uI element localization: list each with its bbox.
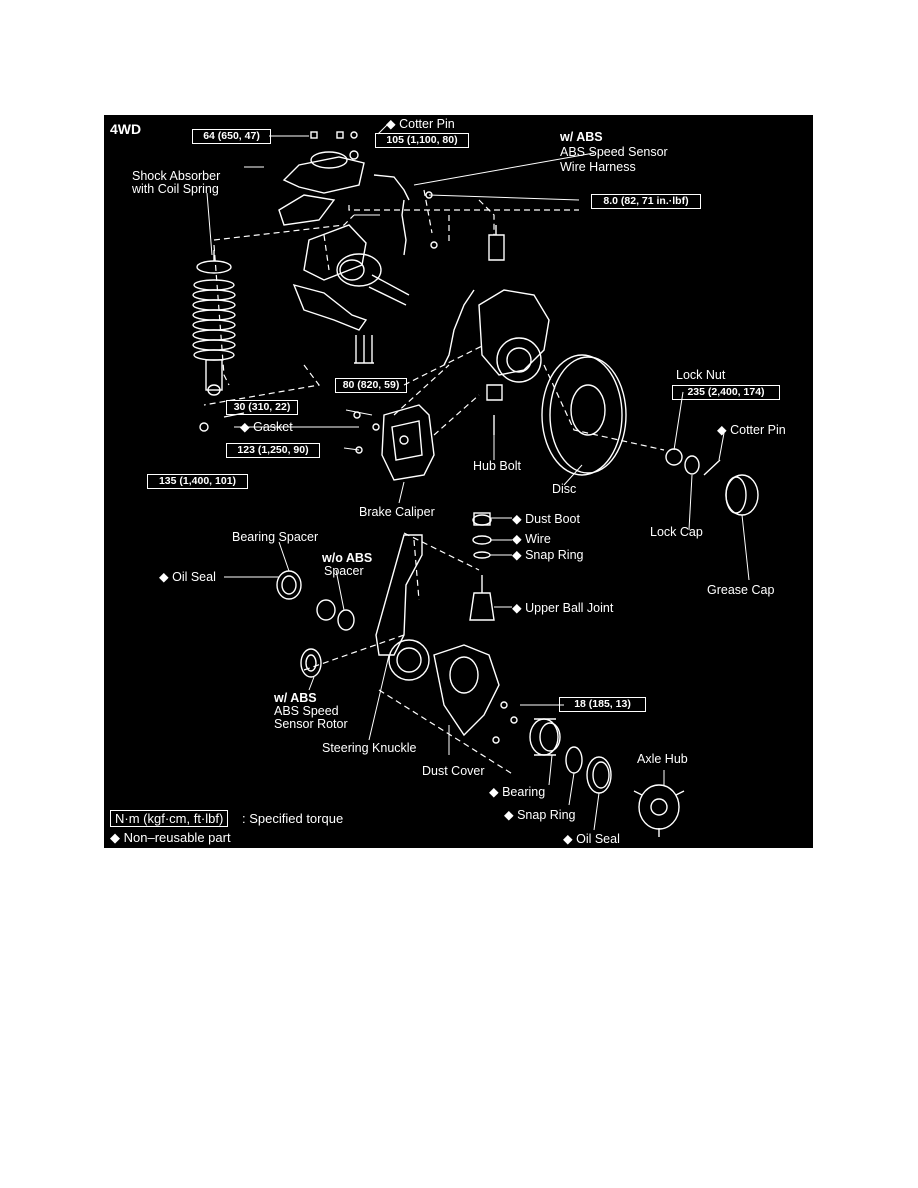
torque-box-105: 105 (1,100, 80): [375, 133, 469, 148]
drive-shaft-drawing: [292, 224, 410, 364]
label-oil-seal-left: Oil Seal: [159, 571, 216, 584]
disc-drawing: [541, 354, 627, 476]
label-shock-absorber: Shock Absorber: [132, 169, 221, 183]
upper-arm-drawing: [278, 131, 365, 226]
label-disc: Disc: [552, 482, 577, 496]
label-abs-speed: ABS Speed: [274, 704, 339, 718]
ball-joint-drawing: [469, 512, 495, 621]
label-w-abs-bottom: w/ ABS: [274, 691, 317, 705]
torque-box-64: 64 (650, 47): [192, 129, 271, 144]
label-gasket: Gasket: [240, 421, 293, 434]
label-steering-knuckle: Steering Knuckle: [322, 741, 417, 755]
label-oil-seal-bottom: Oil Seal: [563, 833, 620, 846]
label-dust-boot: Dust Boot: [512, 513, 580, 526]
knuckle-upper-drawing: [478, 225, 550, 435]
label-bearing: Bearing: [489, 786, 545, 799]
brake-caliper-drawing: [199, 404, 435, 481]
label-snap-ring-upper: Snap Ring: [512, 549, 583, 562]
label-spacer: Spacer: [324, 564, 364, 578]
label-snap-ring-lower: Snap Ring: [504, 809, 575, 822]
label-wire-harness: Wire Harness: [560, 160, 636, 174]
label-sensor-rotor: Sensor Rotor: [274, 717, 348, 731]
diagram-title: 4WD: [110, 121, 142, 137]
label-lock-nut: Lock Nut: [676, 368, 726, 382]
knuckle-lower-drawing: [276, 534, 518, 744]
legend-unit-box: N·m (kgf·cm, ft·lbf): [110, 810, 229, 827]
torque-box-8: 8.0 (82, 71 in.·lbf): [591, 194, 701, 209]
legend-unit-text: : Specified torque: [242, 811, 344, 826]
exploded-diagram: 4WD Cotter Pin w/ ABS ABS Speed Sensor W…: [104, 115, 813, 848]
shock-absorber-drawing: [192, 250, 236, 396]
legend-non-reusable: Non–reusable part: [110, 831, 231, 844]
label-cotter-pin-right: Cotter Pin: [717, 424, 786, 437]
label-wo-abs: w/o ABS: [322, 551, 373, 565]
torque-box-235: 235 (2,400, 174): [672, 385, 780, 400]
label-lock-cap: Lock Cap: [650, 525, 703, 539]
label-wire: Wire: [512, 533, 551, 546]
label-bearing-spacer: Bearing Spacer: [232, 530, 319, 544]
label-axle-hub: Axle Hub: [637, 752, 688, 766]
label-dust-cover: Dust Cover: [422, 764, 485, 778]
label-hub-bolt: Hub Bolt: [473, 459, 521, 473]
label-grease-cap: Grease Cap: [707, 583, 775, 597]
label-cotter-pin-top: Cotter Pin: [386, 118, 455, 131]
label-w-abs-top: w/ ABS: [560, 130, 603, 144]
label-upper-ball-joint: Upper Ball Joint: [512, 602, 613, 615]
label-with-coil-spring: with Coil Spring: [132, 182, 219, 196]
label-abs-speed-sensor: ABS Speed Sensor: [560, 145, 668, 159]
torque-box-80: 80 (820, 59): [335, 378, 407, 393]
torque-box-18: 18 (185, 13): [559, 697, 646, 712]
label-brake-caliper: Brake Caliper: [359, 505, 435, 519]
diagram-drawing: [192, 122, 759, 837]
torque-box-135: 135 (1,400, 101): [147, 474, 248, 489]
torque-box-123: 123 (1,250, 90): [226, 443, 320, 458]
abs-wire-drawing: [373, 174, 475, 366]
lock-parts-drawing: [665, 448, 759, 516]
torque-box-30: 30 (310, 22): [226, 400, 298, 415]
